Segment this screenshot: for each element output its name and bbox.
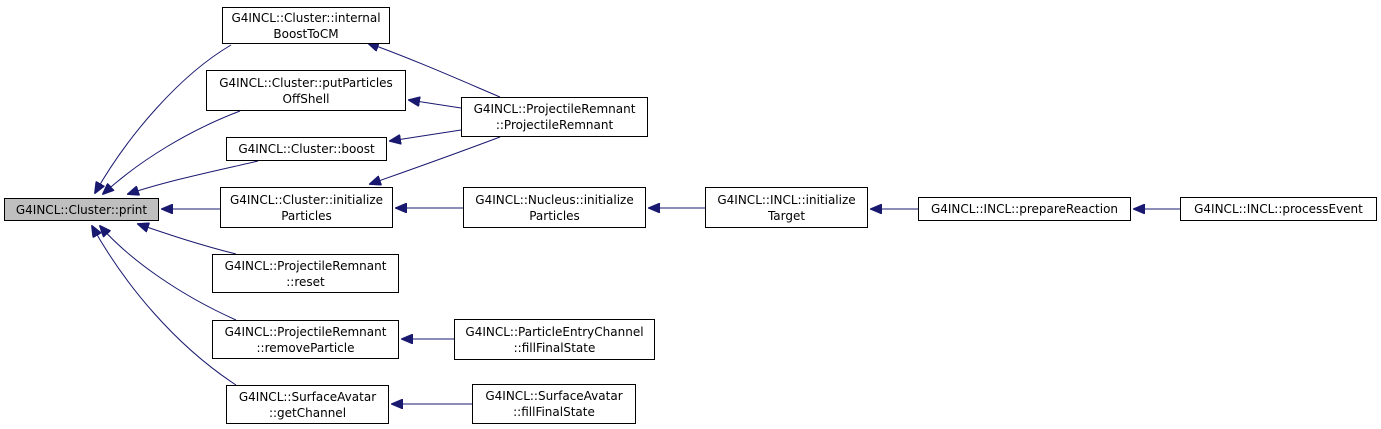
node-projectile-remnant-constructor-line-2: ::ProjectileRemnant (495, 118, 614, 132)
node-projectile-remnant-constructor[interactable]: G4INCL::ProjectileRemnant ::ProjectileRe… (461, 97, 648, 137)
node-nucleus-initialize-particles[interactable]: G4INCL::Nucleus::initialize Particles (463, 187, 646, 228)
node-cluster-print-line-1: G4INCL::Cluster::print (15, 202, 148, 217)
node-surface-avatar-fill-final-state[interactable]: G4INCL::SurfaceAvatar ::fillFinalState (472, 384, 636, 424)
node-cluster-boost[interactable]: G4INCL::Cluster::boost (226, 137, 387, 161)
node-projectile-remnant-reset-line-2: ::reset (286, 274, 325, 289)
node-cluster-internal-boost-to-cm-line-2: BoostToCM (273, 26, 339, 41)
node-cluster-initialize-particles-line-2: Particles (281, 208, 332, 223)
node-cluster-internal-boost-to-cm-line-1: G4INCL::Cluster::internal (231, 10, 381, 25)
node-cluster-put-particles-off-shell[interactable]: G4INCL::Cluster::putParticles OffShell (206, 70, 406, 111)
edge-remove-particle-to-print (100, 226, 237, 321)
node-cluster-boost-line-1: G4INCL::Cluster::boost (238, 142, 375, 156)
node-projectile-remnant-remove-particle[interactable]: G4INCL::ProjectileRemnant ::removePartic… (212, 320, 399, 359)
node-surface-avatar-fill-final-state-line-2: ::fillFinalState (513, 405, 595, 419)
node-projectile-remnant-reset-line-1: G4INCL::ProjectileRemnant (224, 258, 387, 273)
node-projectile-remnant-remove-particle-line-1: G4INCL::ProjectileRemnant (224, 324, 387, 339)
edge-get-channel-to-print (92, 226, 237, 386)
node-nucleus-initialize-particles-line-1: G4INCL::Nucleus::initialize (475, 192, 634, 207)
node-incl-prepare-reaction-line-1: G4INCL::INCL::prepareReaction (930, 202, 1119, 216)
edge-pr-ctor-to-init-particles (370, 136, 501, 184)
edge-pr-ctor-to-internal-boost (368, 43, 501, 98)
node-surface-avatar-get-channel-line-1: G4INCL::SurfaceAvatar (238, 389, 377, 404)
node-surface-avatar-get-channel-line-2: ::getChannel (268, 405, 347, 420)
edge-boost-to-print (128, 160, 259, 194)
node-cluster-put-particles-off-shell-line-2: OffShell (282, 91, 330, 106)
edge-pr-ctor-to-boost (390, 129, 462, 141)
node-surface-avatar-fill-final-state-line-1: G4INCL::SurfaceAvatar (485, 389, 623, 403)
edge-put-particles-to-print (103, 110, 241, 194)
node-incl-process-event-line-1: G4INCL::INCL::processEvent (1194, 202, 1363, 216)
edge-pr-ctor-to-put-particles (409, 100, 462, 109)
node-nucleus-initialize-particles-line-2: Particles (529, 208, 580, 223)
node-cluster-put-particles-off-shell-line-1: G4INCL::Cluster::putParticles (219, 75, 393, 90)
node-projectile-remnant-reset[interactable]: G4INCL::ProjectileRemnant ::reset (212, 254, 399, 293)
edge-internal-boost-to-print (95, 44, 232, 193)
node-cluster-initialize-particles-line-1: G4INCL::Cluster::initialize (229, 192, 384, 207)
node-particle-entry-channel-fill-final-state[interactable]: G4INCL::ParticleEntryChannel ::fillFinal… (454, 319, 655, 360)
node-incl-initialize-target[interactable]: G4INCL::INCL::initialize Target (705, 187, 868, 228)
node-particle-entry-channel-fill-final-state-line-1: G4INCL::ParticleEntryChannel (465, 324, 644, 339)
node-surface-avatar-get-channel[interactable]: G4INCL::SurfaceAvatar ::getChannel (226, 385, 389, 424)
node-cluster-print[interactable]: G4INCL::Cluster::print (4, 198, 159, 221)
node-particle-entry-channel-fill-final-state-line-2: ::fillFinalState (513, 340, 596, 355)
node-incl-initialize-target-line-2: Target (767, 208, 806, 223)
node-projectile-remnant-remove-particle-line-2: ::removeParticle (256, 340, 355, 355)
node-projectile-remnant-constructor-line-1: G4INCL::ProjectileRemnant (473, 102, 636, 116)
node-cluster-initialize-particles[interactable]: G4INCL::Cluster::initialize Particles (220, 187, 393, 228)
edge-reset-to-print (138, 224, 237, 255)
node-incl-prepare-reaction[interactable]: G4INCL::INCL::prepareReaction (918, 197, 1131, 221)
node-cluster-internal-boost-to-cm[interactable]: G4INCL::Cluster::internal BoostToCM (222, 7, 390, 44)
node-incl-process-event[interactable]: G4INCL::INCL::processEvent (1180, 197, 1377, 221)
node-incl-initialize-target-line-1: G4INCL::INCL::initialize (717, 192, 856, 207)
